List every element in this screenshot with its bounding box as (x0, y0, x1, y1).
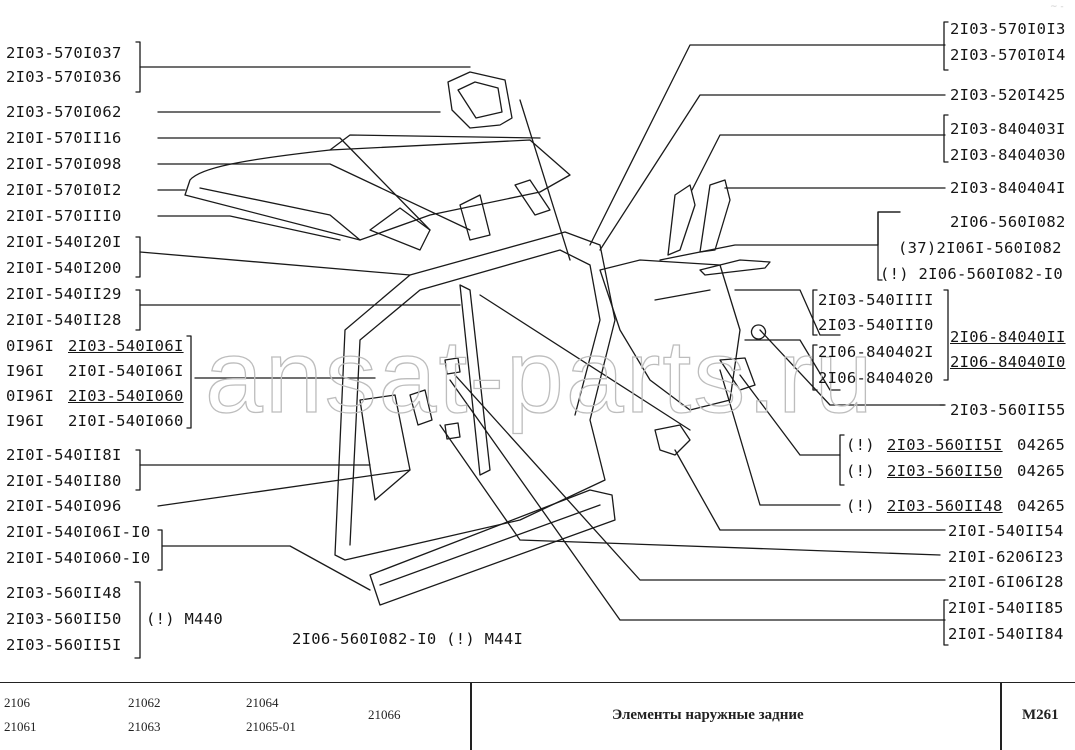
part-note: (!) M440 (146, 610, 224, 628)
part-label[interactable]: 2I03-570I036 (6, 68, 122, 86)
part-label[interactable]: 2I03-520I425 (950, 86, 1066, 104)
roof-panel (184, 139, 571, 241)
part-prefix: (!) (846, 436, 875, 454)
part-label[interactable]: 2I06-8404020 (818, 369, 934, 387)
part-label[interactable]: 2I03-840404I (950, 179, 1066, 197)
part-label[interactable]: 2I0I-540II28 (6, 311, 122, 329)
part-label-superseded[interactable]: 2I03-560II5I (887, 436, 1003, 454)
part-label[interactable]: 2I0I-540I096 (6, 497, 122, 515)
part-label[interactable]: 2I0I-540II85 (948, 599, 1064, 617)
part-label[interactable]: (37)2I06I-560I082 (898, 239, 1062, 257)
window-seal (447, 71, 513, 129)
model-code: 21063 (128, 719, 161, 734)
part-label[interactable]: 2I0I-540II8I (6, 446, 122, 464)
part-prefix: I96I (6, 362, 45, 380)
part-prefix: (!) (846, 462, 875, 480)
model-code: 21064 (246, 695, 279, 710)
parts-exploded-drawing (134, 21, 949, 659)
part-label[interactable]: 2I0I-540I060-I0 (6, 549, 151, 567)
pillar-trim (667, 184, 696, 256)
part-label[interactable]: 2I0I-570II16 (6, 129, 122, 147)
part-label[interactable]: 2I0I-540I200 (6, 259, 122, 277)
part-label[interactable]: 2I0I-570I098 (6, 155, 122, 173)
part-prefix: 0I96I (6, 337, 55, 355)
part-note: 04265 (1017, 497, 1066, 515)
rear-quarter (599, 259, 741, 411)
part-label[interactable]: 2I0I-540I06I (68, 362, 184, 380)
part-prefix: 0I96I (6, 387, 55, 405)
bottom-note: 2I06-560I082-I0 (!) M44I (292, 630, 524, 648)
part-prefix: I96I (6, 412, 45, 430)
part-label[interactable]: 2I0I-6206I23 (948, 548, 1064, 566)
part-label[interactable]: (!) 2I06-560I082-I0 (880, 265, 1064, 283)
model-code: 21066 (368, 707, 401, 722)
page-title: Элементы наружные задние (612, 707, 804, 723)
model-code: 21065-01 (246, 719, 296, 734)
part-label[interactable]: 2I03-570I0I3 (950, 20, 1066, 38)
leader-line (157, 469, 411, 507)
part-prefix: (!) (846, 497, 875, 515)
part-label[interactable]: 2I06-84040I0 (950, 353, 1066, 371)
part-label[interactable]: 2I0I-6I06I28 (948, 573, 1064, 591)
leader-line (139, 251, 411, 276)
part-label[interactable]: 2I03-560II48 (6, 584, 122, 602)
leader-line (157, 163, 471, 231)
model-code: 21061 (4, 719, 37, 734)
part-label-superseded[interactable]: 2I03-540I060 (68, 387, 184, 405)
part-label[interactable]: 2I0I-540II54 (948, 522, 1064, 540)
model-code: 2106 (4, 695, 30, 710)
side-frame (334, 231, 616, 561)
page-code: M261 (1022, 707, 1059, 723)
part-label[interactable]: 2I03-540IIII (818, 291, 934, 309)
part-label-superseded[interactable]: 2I03-540I06I (68, 337, 184, 355)
title-block: 2106 21061 21062 21063 21064 21065-01 21… (0, 682, 1075, 750)
footer-divider (1000, 683, 1002, 750)
part-label[interactable]: 2I03-560II55 (950, 401, 1066, 419)
leader-line (157, 215, 341, 241)
part-label[interactable]: 2I06-84040II (950, 328, 1066, 346)
part-label[interactable]: 2I0I-540II29 (6, 285, 122, 303)
part-label[interactable]: 2I03-540III0 (818, 316, 934, 334)
part-label[interactable]: 2I03-570I037 (6, 44, 122, 62)
footer-divider (470, 683, 472, 750)
part-label[interactable]: 2I0I-540I06I-I0 (6, 523, 151, 541)
part-label[interactable]: 2I0I-540II80 (6, 472, 122, 490)
part-note: 04265 (1017, 436, 1066, 454)
part-label[interactable]: 2I0I-570I0I2 (6, 181, 122, 199)
part-label[interactable]: 2I0I-570III0 (6, 207, 122, 225)
part-label[interactable]: 2I03-560II50 (6, 610, 122, 628)
part-label[interactable]: 2I0I-540I20I (6, 233, 122, 251)
leader-line (157, 137, 431, 231)
corner-mark: ~ - (1050, 2, 1064, 12)
part-label[interactable]: 2I06-840402I (818, 343, 934, 361)
part-label[interactable]: 2I03-570I062 (6, 103, 122, 121)
leader-line (161, 545, 371, 591)
part-label-superseded[interactable]: 2I03-560II48 (887, 497, 1003, 515)
model-code: 21062 (128, 695, 161, 710)
part-label[interactable]: 2I03-560II5I (6, 636, 122, 654)
part-note: 04265 (1017, 462, 1066, 480)
part-label[interactable]: 2I06-560I082 (950, 213, 1066, 231)
part-label[interactable]: 2I0I-540II84 (948, 625, 1064, 643)
part-label[interactable]: 2I03-8404030 (950, 146, 1066, 164)
part-label-superseded[interactable]: 2I03-560II50 (887, 462, 1003, 480)
part-label[interactable]: 2I0I-540I060 (68, 412, 184, 430)
part-label[interactable]: 2I03-840403I (950, 120, 1066, 138)
rocker-sill (369, 489, 616, 606)
part-label[interactable]: 2I03-570I0I4 (950, 46, 1066, 64)
pillar-trim (699, 179, 731, 253)
